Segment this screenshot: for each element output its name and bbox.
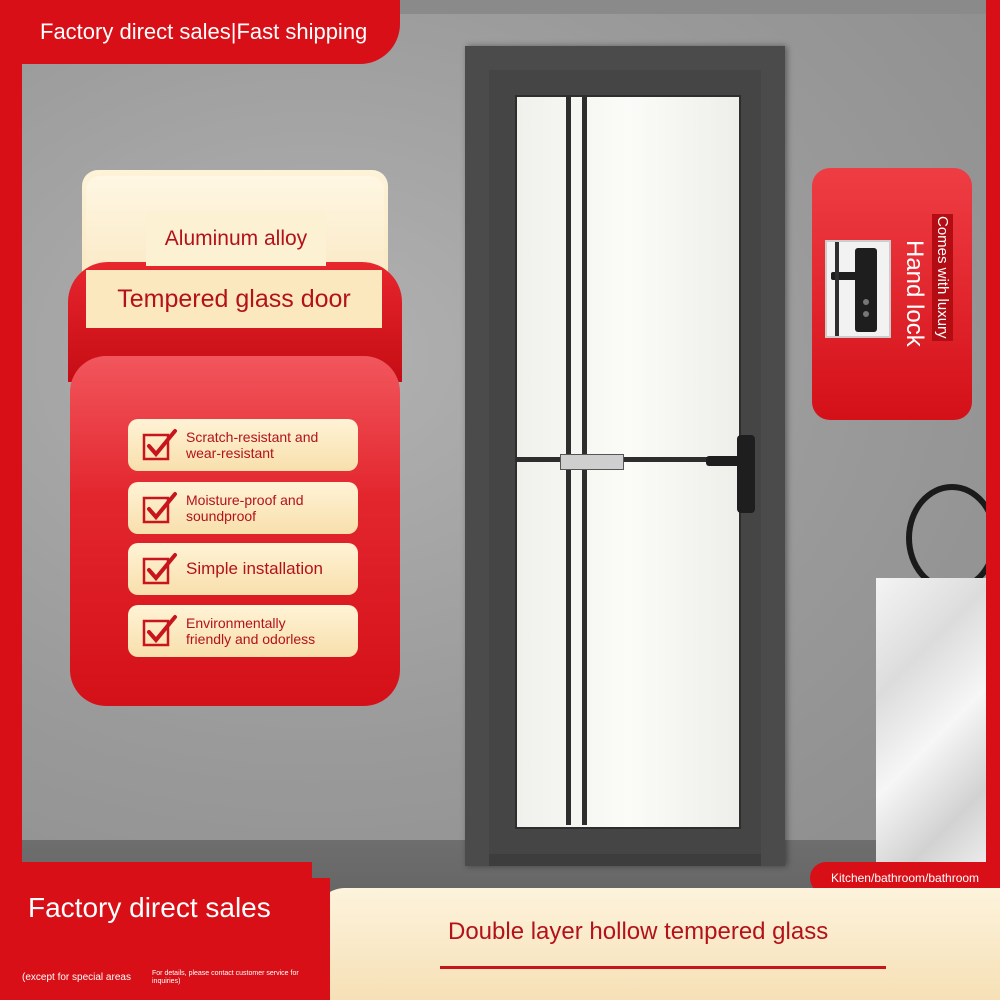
feature-item: Scratch-resistant and wear-resistant <box>128 419 358 471</box>
bottom-red-accent <box>0 862 312 882</box>
feature-text: Moisture-proof and soundproof <box>186 492 304 524</box>
feature-text: Scratch-resistant and wear-resistant <box>186 429 319 461</box>
product-name: Tempered glass door <box>86 270 382 328</box>
lock-title: Hand lock <box>901 240 928 347</box>
bottom-red-banner <box>0 878 330 1000</box>
lock-text: Comes with luxury Hand lock <box>896 214 968 364</box>
marble-pedestal <box>876 578 986 868</box>
checkmark-icon <box>142 429 177 461</box>
glass-type-underline <box>440 966 886 969</box>
feature-item: Moisture-proof and soundproof <box>128 482 358 534</box>
top-banner-text: Factory direct sales|Fast shipping <box>40 19 368 44</box>
glass-type-banner <box>315 888 1000 1000</box>
material-label: Aluminum alloy <box>146 212 326 266</box>
frame-left <box>0 0 22 1000</box>
checkmark-icon <box>142 492 177 524</box>
glass-type-text: Double layer hollow tempered glass <box>448 918 829 945</box>
door-casing-right <box>761 46 785 866</box>
frame-right <box>986 0 1000 1000</box>
feature-text: Environmentally friendly and odorless <box>186 615 316 647</box>
door-handle <box>706 456 754 466</box>
door-lock-icon <box>827 242 889 336</box>
details-note: For details, please contact customer ser… <box>152 970 299 985</box>
feature-item: Simple installation <box>128 543 358 595</box>
handle-plate <box>737 435 755 513</box>
feature-item: Environmentally friendly and odorless <box>128 605 358 657</box>
checkmark-icon <box>142 615 177 647</box>
checkmark-icon <box>142 553 177 585</box>
door-casing-top <box>465 46 785 70</box>
lock-tagline: Comes with luxury <box>932 214 953 341</box>
glass-crossbar <box>517 457 737 462</box>
lock-thumbnail <box>825 240 891 338</box>
frosted-glass-panel <box>515 95 741 829</box>
door-casing-left <box>465 46 489 866</box>
except-note: (except for special areas <box>22 972 131 983</box>
top-banner: Factory direct sales|Fast shipping <box>0 0 400 64</box>
bottom-headline: Factory direct sales <box>28 892 271 923</box>
lock-body <box>560 454 624 470</box>
decor-ring <box>906 484 998 592</box>
feature-text: Simple installation <box>186 559 324 578</box>
